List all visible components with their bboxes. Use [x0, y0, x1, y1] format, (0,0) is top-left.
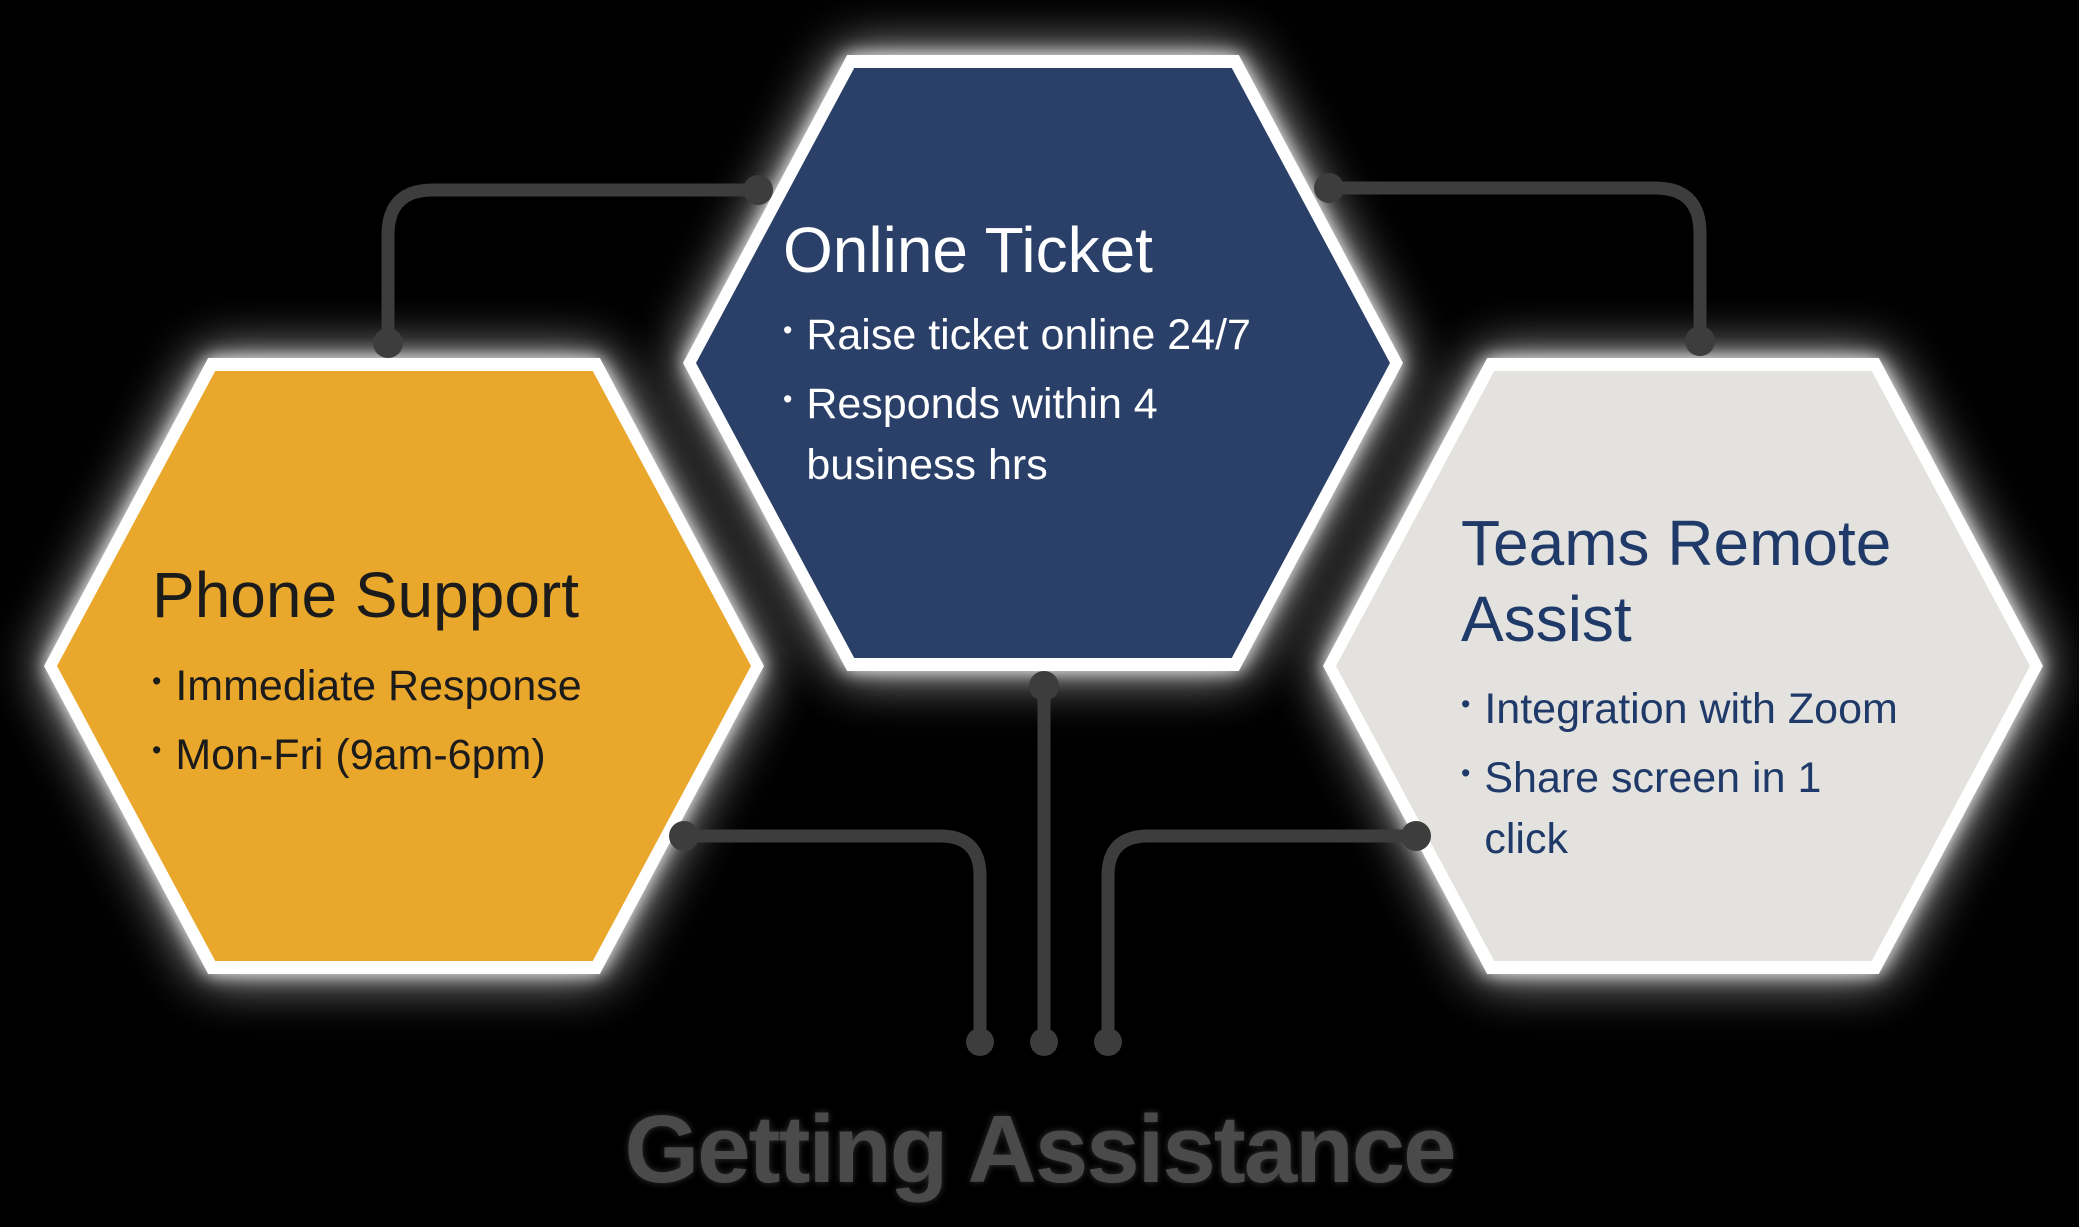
bullet-glyph: • [152, 734, 162, 765]
connector-dot [373, 328, 403, 358]
hexagon-phone-support: Phone Support • Immediate Response • Mon… [44, 358, 764, 974]
hexagon-bullet-list: • Raise ticket online 24/7 • Responds wi… [783, 305, 1328, 496]
bullet-text: Share screen in 1 click [1484, 754, 1822, 864]
bullet-item: • Immediate Response [152, 656, 692, 717]
diagram-title: Getting Assistance [624, 1096, 1456, 1203]
bullet-text: Immediate Response [175, 661, 582, 710]
hexagon-content: Teams Remote Assist • Integration with Z… [1461, 506, 2026, 870]
hexagon-bullet-list: • Integration with Zoom • Share screen i… [1461, 679, 2026, 870]
hexagon-online-ticket: Online Ticket • Raise ticket online 24/7… [683, 55, 1403, 671]
hexagon-fill [1336, 371, 2030, 961]
bullet-glyph: • [783, 383, 793, 414]
bullet-item: • Share screen in 1 click [1461, 748, 2026, 870]
connector-dot [1685, 326, 1715, 356]
bullet-glyph: • [783, 314, 793, 345]
hexagon-title: Online Ticket [783, 214, 1153, 286]
hexagon-title: Phone Support [152, 559, 579, 631]
connector-dot [966, 1028, 994, 1056]
bullet-item: • Raise ticket online 24/7 [783, 305, 1328, 366]
connector-dot [1094, 1028, 1122, 1056]
bullet-text: Integration with Zoom [1484, 685, 1898, 734]
hexagon-border [44, 358, 764, 974]
bullet-glyph: • [1461, 758, 1471, 789]
hexagon-fill [57, 371, 751, 961]
hexagon-content: Phone Support • Immediate Response • Mon… [152, 558, 692, 786]
bullet-text: Mon-Fri (9am-6pm) [175, 730, 546, 779]
bullet-item: • Integration with Zoom [1461, 679, 2026, 740]
hexagon-bullet-list: • Immediate Response • Mon-Fri (9am-6pm) [152, 656, 692, 786]
hexagon-title: Teams Remote Assist [1461, 507, 1892, 655]
bullet-glyph: • [152, 665, 162, 696]
bullet-glyph: • [1461, 689, 1471, 720]
hexagon-fill [696, 68, 1390, 658]
hexagon-teams-remote-assist: Teams Remote Assist • Integration with Z… [1323, 358, 2043, 974]
hexagon-border [1323, 358, 2043, 974]
bullet-item: • Mon-Fri (9am-6pm) [152, 725, 692, 786]
bullet-text: Raise ticket online 24/7 [806, 310, 1251, 359]
bullet-item: • Responds within 4 business hrs [783, 374, 1328, 496]
bullet-text: Responds within 4 business hrs [806, 379, 1158, 489]
connector-dot [1029, 671, 1059, 701]
hexagon-content: Online Ticket • Raise ticket online 24/7… [783, 213, 1328, 496]
hexagon-border [683, 55, 1403, 671]
connector-dot [1030, 1028, 1058, 1056]
